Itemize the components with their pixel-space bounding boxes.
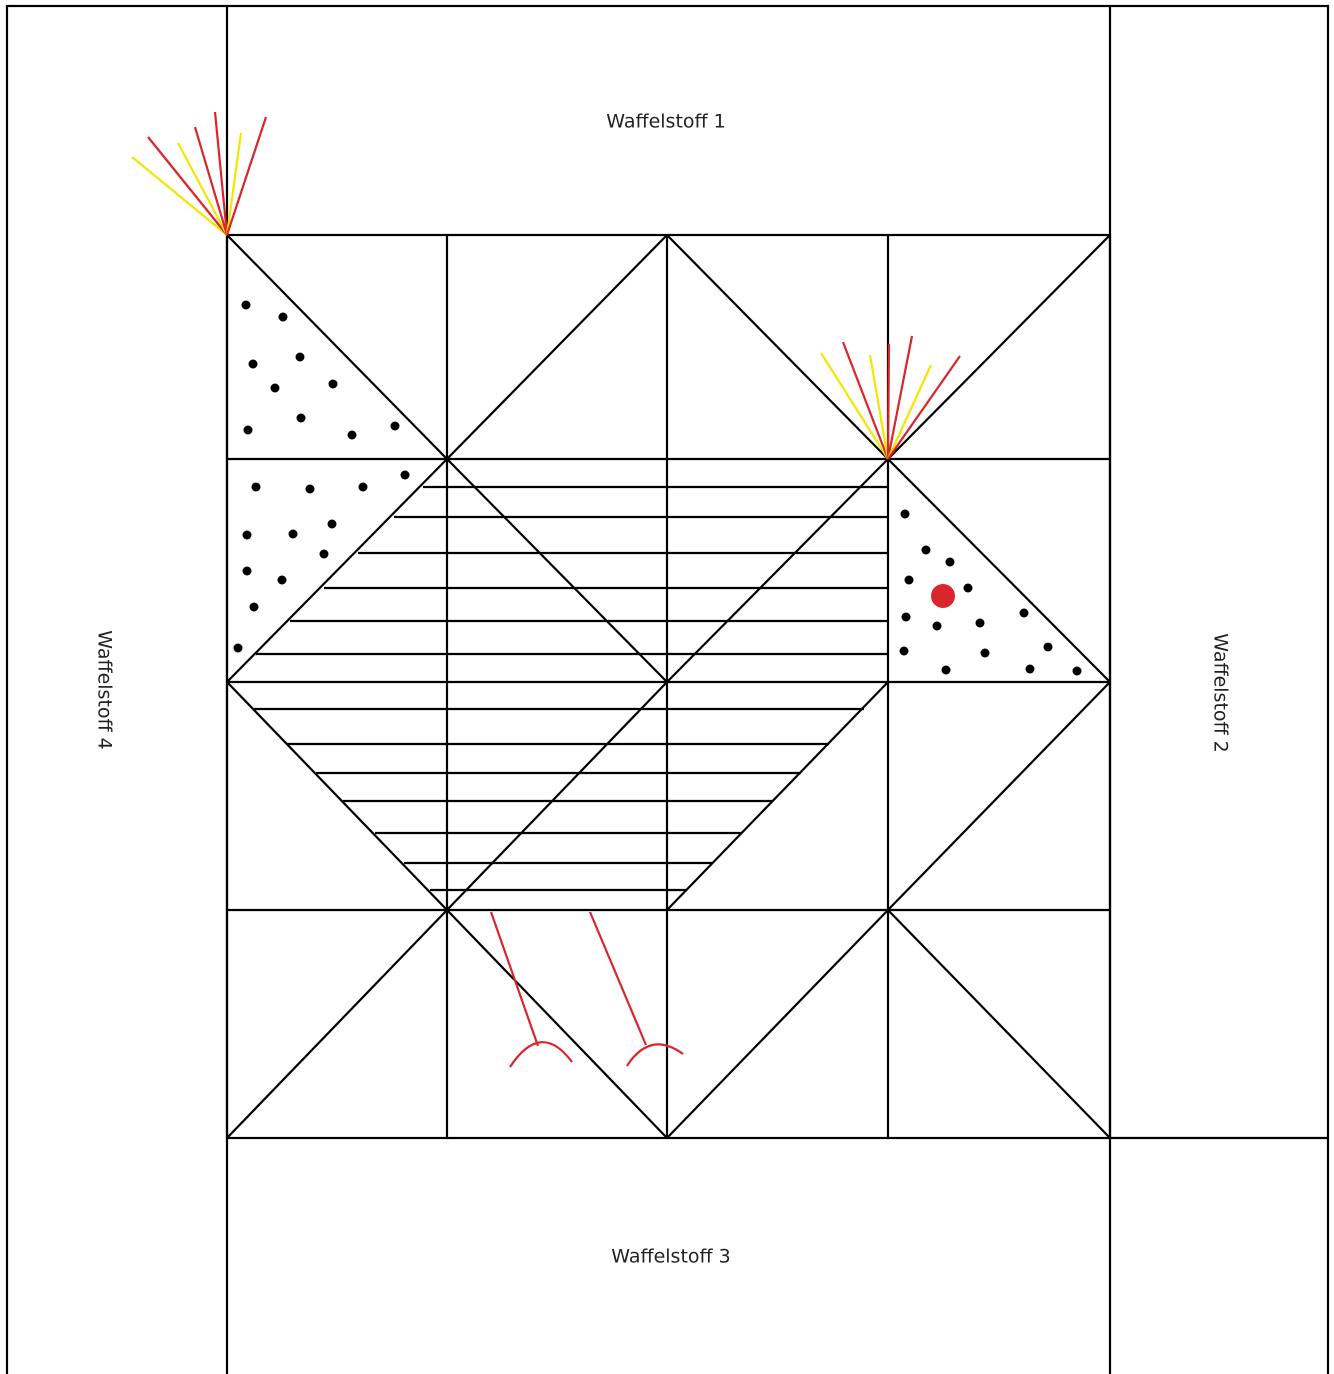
dot [244,426,253,435]
diagonal [447,235,667,459]
dot [243,567,252,576]
hatched-body [254,487,888,890]
dot [359,483,368,492]
feather-line [132,157,227,235]
diagonal [667,910,888,1138]
dot [252,483,261,492]
diagonal [227,459,447,682]
dot [902,613,911,622]
tail-feather-tuft [132,112,266,235]
leg-line [491,912,538,1046]
dotted-region-left [234,471,410,653]
dot [933,622,942,631]
dot [329,380,338,389]
diagonal [447,682,667,910]
dot [348,431,357,440]
dot [942,666,951,675]
dot [905,576,914,585]
dot [278,576,287,585]
label-waffelstoff-3: Waffelstoff 3 [611,1248,730,1267]
dot [297,414,306,423]
dot [289,530,298,539]
dot [1073,667,1082,676]
dot [401,471,410,480]
feather-line [888,344,889,459]
diagonal [227,910,447,1138]
diagonal [888,235,1110,459]
diagonal [888,910,1110,1138]
label-waffelstoff-4: Waffelstoff 4 [95,630,114,749]
dot [901,510,910,519]
diagonal [888,682,1110,910]
dot [981,649,990,658]
feather-line [227,133,241,235]
dot [391,422,400,431]
dot [922,546,931,555]
diagonal [888,459,1110,682]
diagonal [667,459,888,682]
label-waffelstoff-1: Waffelstoff 1 [606,113,725,132]
dot [296,353,305,362]
dot [234,644,243,653]
dot [946,558,955,567]
comb-feather-tuft [821,336,960,459]
feather-line [148,137,227,235]
red-eye-dot [931,584,955,608]
dot [271,384,280,393]
foot-arc [510,1042,572,1067]
dot [242,301,251,310]
dot [1020,609,1029,618]
dot [1026,665,1035,674]
dot [900,647,909,656]
dot [976,619,985,628]
legs [491,912,683,1067]
feather-line [227,117,266,235]
dot [328,520,337,529]
dot [964,584,973,593]
dot [249,360,258,369]
dot [250,603,259,612]
dot [1044,643,1053,652]
diagonal [447,459,667,682]
diagonal [227,682,447,910]
dot [320,550,329,559]
label-waffelstoff-2: Waffelstoff 2 [1211,633,1230,752]
dot [279,313,288,322]
dot [243,531,252,540]
diagonal [667,235,888,459]
dotted-region-top-left [242,301,400,440]
feather-line [888,365,931,459]
leg-line [590,912,646,1045]
diagonal [667,682,888,910]
foot-arc [627,1044,683,1066]
diagonal [447,910,667,1138]
dot [306,485,315,494]
dotted-region-head [900,510,1082,676]
quilt-diagonals [227,235,1110,1138]
diagonal [227,235,447,459]
